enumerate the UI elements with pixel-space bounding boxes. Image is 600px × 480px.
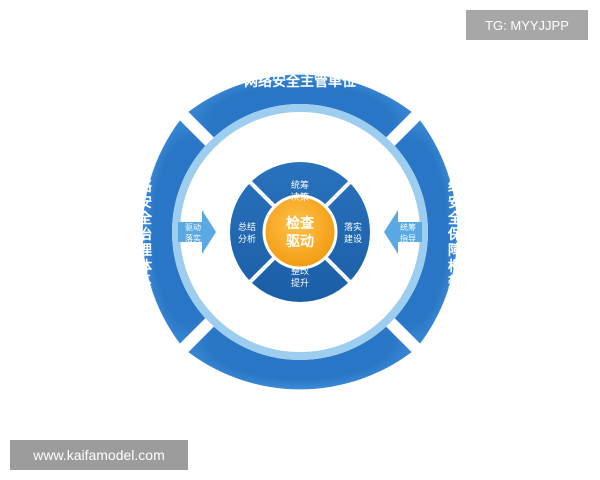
- svg-text:络: 络: [448, 178, 462, 195]
- svg-text:框: 框: [448, 258, 462, 275]
- outer-label-bottom: 所管辖单位: [265, 395, 335, 412]
- outer-label-right: 网 络 安 全 保 障 框 架: [447, 163, 463, 291]
- right-arrow: [384, 210, 422, 254]
- center-label: 检查 驱动: [286, 215, 315, 250]
- svg-text:落实: 落实: [185, 233, 201, 243]
- middle-label-left: 总结 分析: [238, 221, 256, 245]
- svg-text:统筹: 统筹: [400, 222, 416, 232]
- svg-text:总结: 总结: [238, 221, 256, 233]
- svg-text:决策: 决策: [291, 191, 309, 203]
- svg-text:提升: 提升: [291, 278, 309, 289]
- svg-text:安: 安: [138, 194, 152, 211]
- svg-text:网: 网: [138, 163, 152, 179]
- svg-text:障: 障: [448, 242, 462, 259]
- svg-text:体: 体: [138, 258, 153, 275]
- outer-label-top: 网络安全主管单位: [244, 73, 356, 90]
- outer-label-left: 网 络 安 全 治 理 体 系: [137, 163, 153, 291]
- svg-text:全: 全: [137, 210, 153, 227]
- svg-text:治: 治: [138, 226, 152, 243]
- svg-text:络: 络: [138, 178, 152, 195]
- svg-text:检查: 检查: [286, 215, 315, 232]
- center-circle: [262, 194, 338, 270]
- svg-text:建设: 建设: [344, 233, 362, 245]
- svg-text:指导: 指导: [400, 233, 416, 243]
- middle-label-top: 统筹 决策: [291, 179, 309, 203]
- svg-text:安: 安: [448, 194, 462, 211]
- svg-text:统筹: 统筹: [291, 179, 309, 191]
- svg-text:落实: 落实: [344, 221, 362, 233]
- svg-text:整改: 整改: [291, 265, 309, 277]
- svg-text:全: 全: [447, 210, 463, 227]
- middle-label-right: 落实 建设: [344, 221, 362, 245]
- svg-text:保: 保: [447, 226, 463, 243]
- arrow-label-right: 统筹 指导: [400, 222, 416, 243]
- svg-text:理: 理: [138, 243, 152, 259]
- watermark-bottom-left: www.kaifamodel.com: [10, 440, 188, 470]
- light-blue-band: [172, 104, 428, 360]
- svg-text:架: 架: [447, 274, 462, 291]
- left-arrow: [178, 210, 216, 254]
- middle-label-bottom: 整改 提升: [291, 265, 309, 289]
- svg-text:分析: 分析: [238, 233, 256, 245]
- svg-text:系: 系: [138, 274, 152, 291]
- svg-text:驱动: 驱动: [185, 222, 201, 232]
- svg-text:驱动: 驱动: [286, 233, 314, 250]
- svg-text:网: 网: [448, 163, 462, 179]
- watermark-top-right: TG: MYYJJPP: [466, 10, 588, 40]
- arrow-label-left: 驱动 落实: [185, 222, 201, 243]
